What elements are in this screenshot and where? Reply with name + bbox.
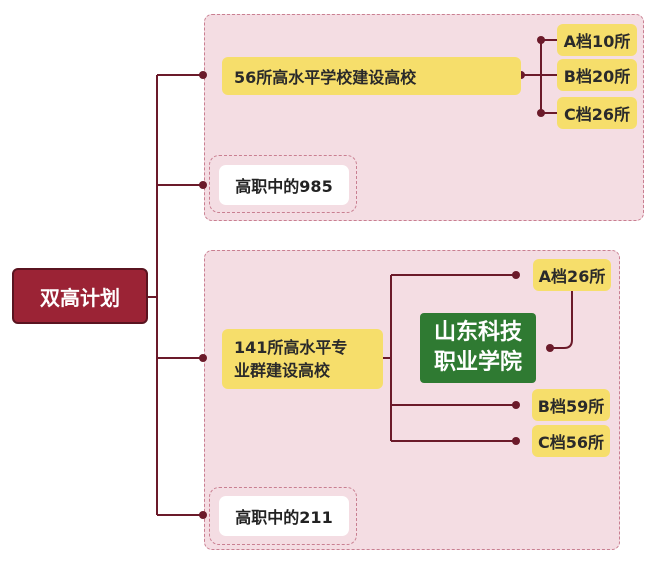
shandong-highlight-box: 山东科技 职业学院 [420, 313, 536, 383]
high-level-majors-label-line2: 业群建设高校 [234, 361, 331, 380]
majors-tier-c-label: C档56所 [537, 433, 604, 452]
tier-c-label: C档26所 [563, 105, 630, 124]
tier-b-label: B档20所 [563, 67, 631, 86]
equivalent-985-label: 高职中的985 [235, 177, 333, 196]
majors-tier-a-label: A档26所 [538, 267, 606, 286]
tier-a-label: A档10所 [563, 32, 631, 51]
tier-a-node: A档10所 [557, 24, 637, 56]
high-level-majors-label-line1: 141所高水平专 [234, 337, 348, 357]
tier-b-node: B档20所 [557, 59, 637, 91]
majors-tier-b-node: B档59所 [532, 389, 610, 421]
highlight-line1: 山东科技 [433, 320, 522, 346]
root-label: 双高计划 [40, 285, 120, 310]
majors-tier-b-label: B档59所 [537, 397, 605, 416]
high-level-schools-label: 56所高水平学校建设高校 [234, 68, 417, 87]
highlight-line2: 职业学院 [433, 350, 522, 375]
equivalent-211-node: 高职中的211 [219, 496, 349, 536]
high-level-schools-node: 56所高水平学校建设高校 [222, 57, 521, 95]
root-node: 双高计划 [12, 268, 148, 324]
equivalent-211-label: 高职中的211 [235, 508, 333, 527]
majors-tier-c-node: C档56所 [532, 425, 610, 457]
equivalent-985-node: 高职中的985 [219, 165, 349, 205]
high-level-majors-node: 141所高水平专 业群建设高校 [222, 329, 383, 389]
tier-c-node: C档26所 [557, 97, 637, 129]
majors-tier-a-node: A档26所 [533, 259, 611, 291]
